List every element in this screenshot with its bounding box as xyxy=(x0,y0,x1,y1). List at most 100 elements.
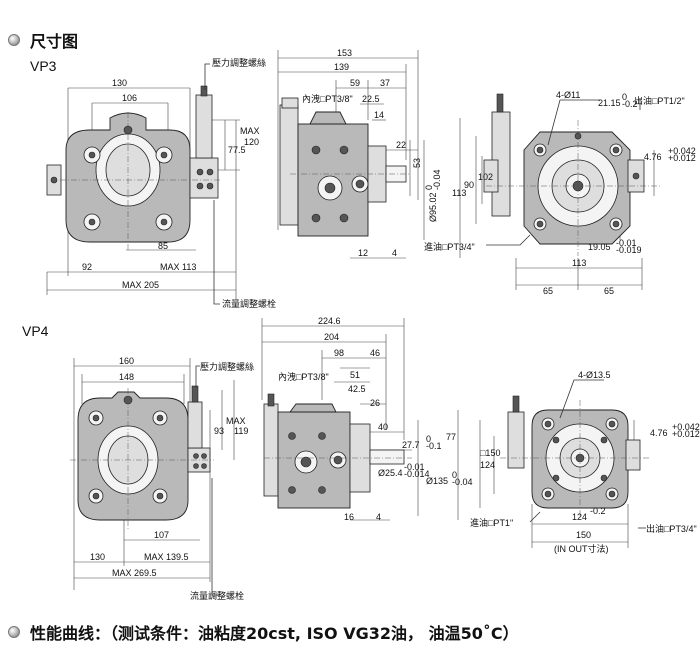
vp3-dim-120: 120 xyxy=(244,137,259,147)
vp4-dim-27-7: 27.7 xyxy=(402,440,420,450)
vp4-dim-224-6: 224.6 xyxy=(318,316,341,326)
vp3-dim-21-15: 21.15 xyxy=(598,98,621,108)
vp4-dim-25-4-tol-bot: -0.014 xyxy=(404,469,430,479)
vp3-dim-113-h: 113 xyxy=(572,258,586,268)
vp3-dim-19-05: 19.05 xyxy=(588,242,611,252)
vp4-dim-max139-5: MAX 139.5 xyxy=(144,552,189,562)
vp4-dim-135: Ø135 xyxy=(426,476,448,486)
vp4-dim-4-76: 4.76 xyxy=(650,428,668,438)
bullet-icon xyxy=(8,626,20,638)
vp4-dim-16: 16 xyxy=(344,512,354,522)
vp4-dim-160: 160 xyxy=(119,356,134,366)
vp3-dim-65-a: 65 xyxy=(543,286,553,296)
vp3-side-view: 153 139 59 37 內洩□PT3/8" 22.5 14 22 53 Ø9… xyxy=(277,48,442,259)
vp4-dim-150: 150 xyxy=(576,530,591,540)
vp4-dim-42-5: 42.5 xyxy=(348,384,366,394)
vp3-dim-21-15-tol-bot: -0.2 xyxy=(622,99,638,109)
vp3-dim-92: 92 xyxy=(82,262,92,272)
vp3-dim-19-05-tol-top: -0.01 xyxy=(616,238,637,248)
vp4-dim-27-7-tol-top: 0 xyxy=(426,434,431,444)
vp4-rear-holes: 4-Ø13.5 xyxy=(578,370,611,380)
vp4-dim-93: 93 xyxy=(214,426,224,436)
vp4-dim-max: MAX xyxy=(226,416,246,426)
vp4-dim-98: 98 xyxy=(334,348,344,358)
vp4-outlet: 出油□PT3/4" xyxy=(646,523,697,534)
vp3-dim-37: 37 xyxy=(380,78,390,88)
vp4-side-view: 224.6 204 98 46 內洩□PT3/8" 51 42.5 26 40 … xyxy=(261,316,473,522)
vp3-dim-113-v: 113 xyxy=(452,188,466,198)
vp4-dim-124-v: 124 xyxy=(480,460,495,470)
vp3-dim-102: 102 xyxy=(478,172,493,182)
vp4-drain: 內洩□PT3/8" xyxy=(278,371,329,382)
vp3-rear-holes: 4-Ø11 xyxy=(556,90,580,100)
section-title: 尺寸图 xyxy=(30,32,79,51)
vp3-dim-22: 22 xyxy=(396,140,406,150)
vp4-dim-124-h: 124 xyxy=(572,512,587,522)
vp4-dim-204: 204 xyxy=(324,332,339,342)
vp4-dim-135-tol-top: 0 xyxy=(452,470,457,480)
vp4-dim-51: 51 xyxy=(350,370,360,380)
vp3-shaft-tol-top: 0 xyxy=(424,185,434,190)
bullet-icon xyxy=(8,34,20,46)
vp4-dim-25-4: Ø25.4 xyxy=(378,468,403,478)
vp3-inlet: 進油□PT3/4" xyxy=(424,241,475,252)
vp3-shaft-tol-bot: -0.04 xyxy=(432,169,442,190)
vp3-flow-screw: 流量調整螺栓 xyxy=(222,298,276,309)
vp3-dim-19-05-tol-bot: -0.019 xyxy=(616,245,642,255)
vp4-rear-view: 4-Ø13.5 4.76 +0.042 +0.012 □150 124 進油□P… xyxy=(470,370,700,554)
vp3-dim-139: 139 xyxy=(334,62,349,72)
vp4-dim-46: 46 xyxy=(370,348,380,358)
performance-title: 性能曲线：（测试条件：油粘度20cst, ISO VG32油， 油温50˚C） xyxy=(30,624,519,643)
vp3-dim-4-76-tol-bot: +0.012 xyxy=(668,153,696,163)
vp4-dim-4: 4 xyxy=(376,512,381,522)
vp4-dim-135-tol-bot: -0.04 xyxy=(452,477,473,487)
vp3-dim-153: 153 xyxy=(337,48,352,58)
vp4-dim-130: 130 xyxy=(90,552,105,562)
vp3-label: VP3 xyxy=(30,58,57,74)
vp4-pressure-screw: 壓力調整螺絲 xyxy=(200,361,254,372)
vp4-dim-119: 119 xyxy=(234,426,248,436)
vp4-dim-27-7-tol-bot: -0.1 xyxy=(426,441,442,451)
vp3-dim-130: 130 xyxy=(112,78,127,88)
vp3-dim-12: 12 xyxy=(358,248,368,258)
performance-header: 性能曲线：（测试条件：油粘度20cst, ISO VG32油， 油温50˚C） xyxy=(8,620,519,644)
vp3-dim-max: MAX xyxy=(240,126,260,136)
vp3-dim-53: 53 xyxy=(412,158,422,168)
vp3-outlet: 出油□PT1/2" xyxy=(634,95,685,106)
vp4-inlet: 進油□PT1" xyxy=(470,517,513,528)
vp3-drain: 內洩□PT3/8" xyxy=(302,93,353,104)
vp4-dim-40: 40 xyxy=(378,422,388,432)
vp3-dim-77-5: 77.5 xyxy=(228,145,246,155)
vp3-shaft: Ø95.02 xyxy=(428,192,438,222)
vp3-dim-65-b: 65 xyxy=(604,286,614,296)
vp4-dim-4-76-tol-top: +0.042 xyxy=(672,422,700,432)
vp4-flow-screw: 流量調整螺栓 xyxy=(190,590,244,601)
vp3-dim-max113: MAX 113 xyxy=(160,262,196,272)
vp3-rear-view: 4-Ø11 21.15 0 -0.2 出油□PT1/2" 4.76 +0.042… xyxy=(424,90,696,296)
vp4-dim-sq150: □150 xyxy=(480,448,500,458)
vp3-dim-4-76: 4.76 xyxy=(644,152,662,162)
vp4-dim-25-4-tol-top: -0.01 xyxy=(404,462,425,472)
vp4-dim-124-h-tol: -0.2 xyxy=(590,506,606,516)
vp3-dim-22-5: 22.5 xyxy=(362,94,380,104)
vp3-front-view: 壓力調整螺絲 130 106 MAX 120 77.5 85 92 MAX 11… xyxy=(46,57,276,309)
vp4-inout: (IN OUT寸法) xyxy=(554,543,609,554)
section-header: 尺寸图 xyxy=(8,28,78,52)
vp4-dim-148: 148 xyxy=(119,372,134,382)
vp4-dim-max269-5: MAX 269.5 xyxy=(112,568,157,578)
vp3-dim-90: 90 xyxy=(464,180,474,190)
vp3-dim-21-15-tol-top: 0 xyxy=(622,92,627,102)
vp4-label: VP4 xyxy=(22,323,49,339)
vp3-dim-4-76-tol-top: +0.042 xyxy=(668,146,696,156)
vp4-dim-107: 107 xyxy=(154,530,169,540)
vp3-dim-106: 106 xyxy=(122,93,137,103)
vp3-dim-59: 59 xyxy=(350,78,360,88)
vp3-dim-max205: MAX 205 xyxy=(122,280,159,290)
vp3-dim-4: 4 xyxy=(392,248,397,258)
vp4-dim-4-76-tol-bot: +0.012 xyxy=(672,429,700,439)
vp4-front-view: 160 148 壓力調整螺絲 MAX 93 119 107 130 MAX 13… xyxy=(70,356,254,601)
vp3-dim-85: 85 xyxy=(158,241,168,251)
vp4-dim-26: 26 xyxy=(370,398,380,408)
vp3-pressure-screw: 壓力調整螺絲 xyxy=(212,57,266,68)
